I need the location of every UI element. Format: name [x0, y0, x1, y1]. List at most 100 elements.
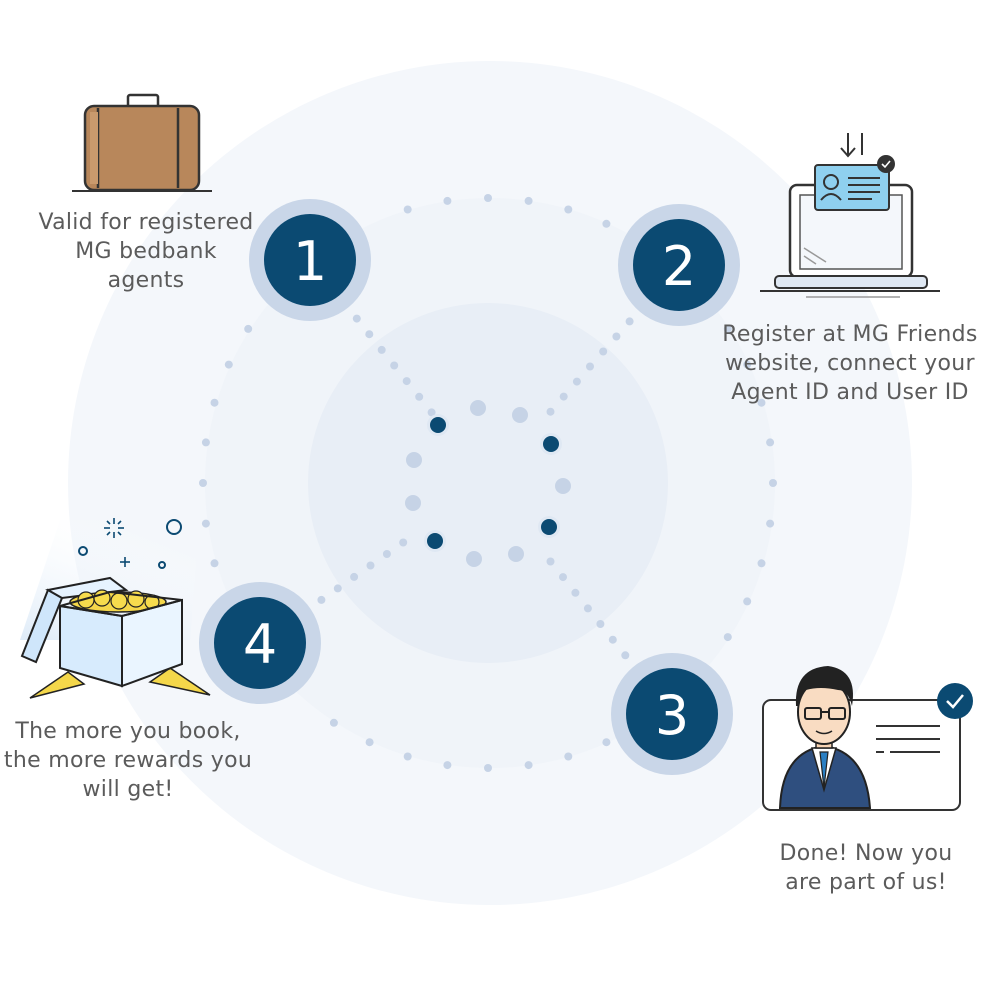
step-3-number: 3: [655, 684, 689, 747]
dotted-orbit: [199, 194, 777, 772]
orbit-dot: [757, 398, 766, 407]
connector-dot: [599, 347, 608, 356]
connector-dot: [377, 345, 386, 354]
orbit-dot: [602, 219, 611, 228]
center-dot-light: [406, 452, 422, 468]
connector-dot: [350, 572, 359, 581]
connector-dot: [399, 538, 408, 547]
orbit-dot: [224, 360, 233, 369]
step-2-caption: Register at MG Friends website, connect …: [716, 320, 984, 407]
gift-box-icon: [20, 518, 211, 699]
connector-dot: [365, 330, 374, 339]
orbit-dot: [329, 718, 338, 727]
connector-dot: [586, 362, 594, 371]
step-4-caption-line: the more rewards you: [3, 748, 253, 773]
connector-dot: [596, 620, 605, 628]
orbit-dot: [484, 194, 492, 202]
orbit-dot: [766, 438, 775, 447]
center-dot-dark: [541, 519, 557, 535]
connector-dot: [546, 407, 555, 416]
center-dot-light: [470, 400, 486, 416]
orbit-dot: [201, 438, 210, 447]
connector-dot: [572, 377, 581, 386]
connector-dot: [559, 392, 568, 401]
connector-dot: [608, 635, 617, 644]
connector-dot: [402, 377, 411, 386]
orbit-dot: [743, 597, 752, 606]
step-4-caption-line: The more you book,: [15, 719, 241, 744]
connector-dot: [382, 550, 391, 558]
step-4-caption: The more you book, the more rewards you …: [0, 717, 256, 804]
background-circle-inner: [308, 303, 668, 663]
orbit-dot: [757, 559, 766, 568]
step-3-caption-line: Done! Now you: [779, 841, 953, 866]
center-dot-light: [508, 546, 524, 562]
orbit-dot: [484, 764, 492, 772]
orbit-dot: [244, 324, 253, 333]
step-4-number: 4: [243, 613, 277, 676]
orbit-dot: [403, 752, 412, 761]
center-dot-dark: [427, 533, 443, 549]
connector-dot: [415, 392, 424, 401]
connector-dot: [427, 408, 436, 417]
orbit-dot: [564, 752, 573, 761]
step-1-caption-line: Valid for registered: [38, 210, 254, 235]
connector-dot: [317, 595, 326, 604]
center-dot-dark: [543, 436, 559, 452]
orbit-dot: [524, 761, 533, 770]
orbit-dot: [403, 205, 412, 214]
orbit-dot: [443, 761, 452, 770]
laptop-id-card-icon: [760, 133, 940, 298]
step-3-caption-line: are part of us!: [785, 870, 947, 895]
center-dot-ring: [405, 400, 571, 567]
connector-dot: [366, 561, 375, 570]
dotted-connectors: [317, 314, 634, 660]
step-2-caption-line: Register at MG Friends: [722, 322, 978, 347]
agent-profile-card-icon: [762, 666, 973, 811]
center-dot-light: [466, 551, 482, 567]
orbit-dot: [443, 196, 452, 205]
center-dot-light: [512, 407, 528, 423]
orbit-dot: [723, 633, 732, 642]
orbit-dot: [210, 398, 219, 407]
orbit-dot: [524, 196, 533, 205]
step-2-caption-line: website, connect your: [725, 351, 975, 376]
step-2-caption-line: Agent ID and User ID: [731, 380, 969, 405]
step-1-caption: Valid for registered MG bedbank agents: [26, 208, 266, 295]
orbit-dot: [743, 360, 752, 369]
connector-dot: [612, 332, 621, 341]
orbit-dot: [210, 559, 219, 568]
orbit-dot: [766, 519, 775, 528]
center-dot-dark: [430, 417, 446, 433]
connector-dot: [571, 588, 580, 597]
step-2-badge: 2: [618, 204, 740, 326]
step-1-number: 1: [293, 230, 327, 293]
step-4-caption-line: will get!: [82, 777, 174, 802]
connector-dot: [333, 584, 342, 593]
orbit-dot: [365, 738, 374, 747]
orbit-dot: [199, 479, 207, 487]
suitcase-icon: [72, 93, 212, 192]
connector-dot: [559, 573, 567, 582]
orbit-dot: [564, 205, 573, 214]
orbit-dot: [769, 479, 777, 487]
step-1-badge: 1: [249, 199, 371, 321]
center-dot-light: [555, 478, 571, 494]
step-2-number: 2: [662, 235, 696, 298]
step-3-badge: 3: [611, 653, 733, 775]
connector-dot: [546, 557, 555, 566]
connector-dot: [583, 604, 592, 613]
connector-dot: [621, 651, 630, 660]
center-dot-light: [405, 495, 421, 511]
orbit-dot: [723, 324, 732, 333]
orbit-dot: [602, 738, 611, 747]
step-4-badge: 4: [199, 582, 321, 704]
connector-dot: [390, 361, 399, 370]
step-1-caption-line: MG bedbank: [75, 239, 217, 264]
connector-dot: [352, 314, 361, 323]
step-3-caption: Done! Now you are part of us!: [752, 839, 980, 897]
orbit-dot: [201, 519, 210, 528]
step-1-caption-line: agents: [107, 268, 185, 293]
connector-dot: [625, 317, 634, 326]
